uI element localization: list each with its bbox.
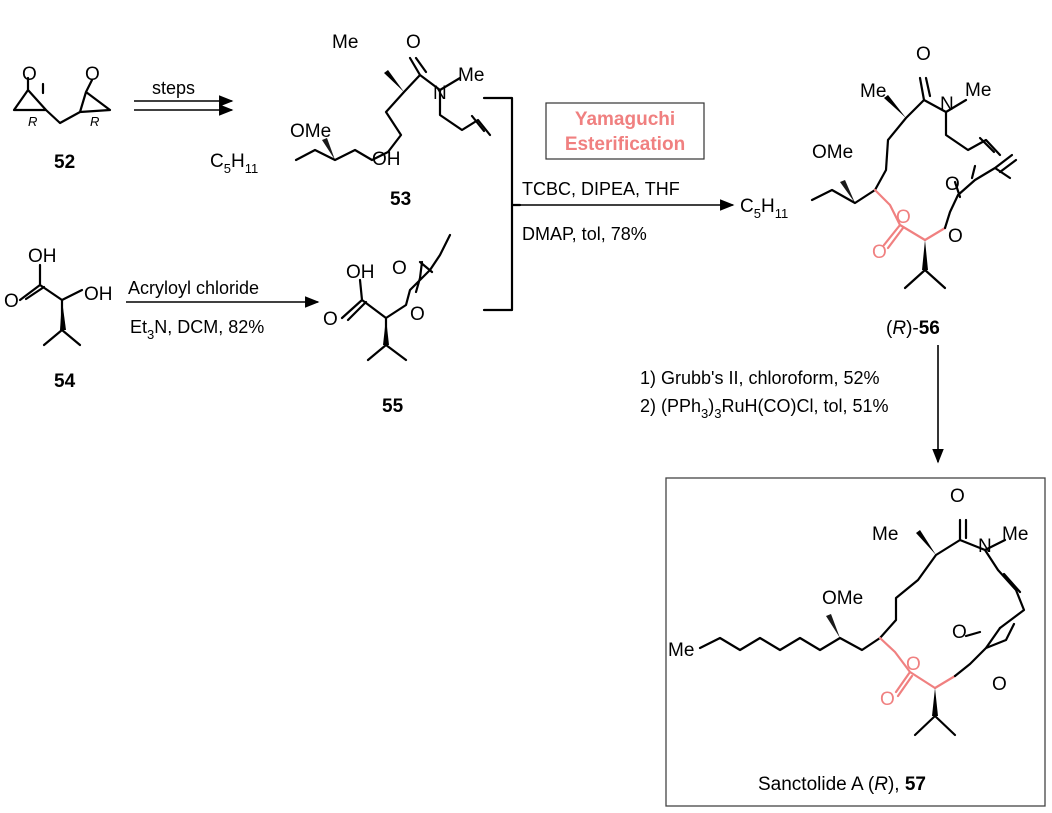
- c55-oh: OH: [346, 262, 375, 283]
- c54-number: 54: [54, 371, 76, 392]
- acryloyl-arrow: Acryloyl chloride Et3N, DCM, 82%: [126, 278, 320, 342]
- c56-carbonyl-o-2: O: [872, 242, 887, 263]
- compound-56: O Me N Me OMe O O O O C5H11 (R)-56: [740, 44, 1018, 339]
- c56-ester-o-2: O: [948, 226, 963, 247]
- c55-acid-o: O: [323, 309, 338, 330]
- bracket: [482, 96, 522, 312]
- c56-ester-o-1: O: [896, 207, 911, 228]
- c57-n: N: [978, 536, 992, 557]
- steps-arrow: steps: [134, 78, 234, 116]
- c53-c5h11: C5H11: [210, 151, 258, 176]
- c56-acryl-o: O: [945, 174, 960, 195]
- c56-c5h11: C5H11: [740, 196, 788, 221]
- c56-carbonyl-o: O: [916, 44, 931, 65]
- c56-n-me: Me: [965, 80, 991, 101]
- c56-ome: OMe: [812, 142, 853, 163]
- c52-o-right: O: [85, 64, 100, 85]
- c55-carbonyl-o: O: [392, 258, 407, 279]
- c52-o-left: O: [22, 64, 37, 85]
- c52-stereo-right: R: [90, 114, 99, 129]
- c55-ester-o: O: [410, 304, 425, 325]
- metathesis-step-2: 2) (PPh3)3RuH(CO)Cl, tol, 51%: [640, 396, 889, 421]
- c54-o: O: [4, 291, 19, 312]
- c57-n-me: Me: [1002, 524, 1028, 545]
- metathesis-arrow: 1) Grubb's II, chloroform, 52% 2) (PPh3)…: [640, 345, 944, 464]
- c54-oh-side: OH: [84, 284, 113, 305]
- compound-55: OH O O O 55: [323, 233, 452, 417]
- c53-me-1: Me: [332, 32, 358, 53]
- c57-label: Sanctolide A (R), 57: [758, 774, 926, 795]
- c53-oh: OH: [372, 149, 401, 170]
- c57-lactone-o-1: O: [952, 622, 967, 643]
- yamaguchi-arrow: TCBC, DIPEA, THF DMAP, tol, 78%: [520, 179, 735, 244]
- yamaguchi-conditions-1: TCBC, DIPEA, THF: [522, 179, 680, 199]
- yamaguchi-conditions-2: DMAP, tol, 78%: [522, 224, 647, 244]
- acryloyl-conditions: Et3N, DCM, 82%: [130, 317, 264, 342]
- steps-label: steps: [152, 78, 195, 98]
- compound-52: O O R R 52: [12, 64, 112, 173]
- c52-stereo-left: R: [28, 114, 37, 129]
- c57-lactone-o-2: O: [992, 674, 1007, 695]
- c57-me-terminal: Me: [668, 640, 694, 661]
- c54-oh-top: OH: [28, 246, 57, 267]
- c56-me-1: Me: [860, 81, 886, 102]
- c53-ome: OMe: [290, 121, 331, 142]
- c53-n-me: Me: [458, 65, 484, 86]
- yamaguchi-label: Yamaguchi: [575, 109, 675, 130]
- c56-n: N: [940, 94, 954, 115]
- c53-number: 53: [390, 189, 411, 210]
- c57-carbonyl-o: O: [950, 486, 965, 507]
- compound-53: O Me N Me OMe OH C5H11 53: [210, 32, 492, 210]
- c53-n: N: [433, 83, 447, 104]
- c52-number: 52: [54, 152, 75, 173]
- compound-54: OH OH O 54: [4, 246, 113, 392]
- c56-label: (R)-56: [886, 318, 940, 339]
- esterification-label: Esterification: [565, 134, 685, 155]
- c57-ester-o: O: [906, 654, 921, 675]
- c57-carbonyl-o-2: O: [880, 689, 895, 710]
- c55-number: 55: [382, 396, 404, 417]
- c53-carbonyl-o: O: [406, 32, 421, 53]
- yamaguchi-badge: Yamaguchi Esterification: [545, 102, 705, 160]
- sanctolide-box: O Me N Me OMe O O O O Me Sanctolide A (R…: [665, 477, 1046, 807]
- c57-me-1: Me: [872, 524, 898, 545]
- metathesis-step-1: 1) Grubb's II, chloroform, 52%: [640, 368, 880, 388]
- c57-ome: OMe: [822, 588, 863, 609]
- acryloyl-reagent: Acryloyl chloride: [128, 278, 259, 298]
